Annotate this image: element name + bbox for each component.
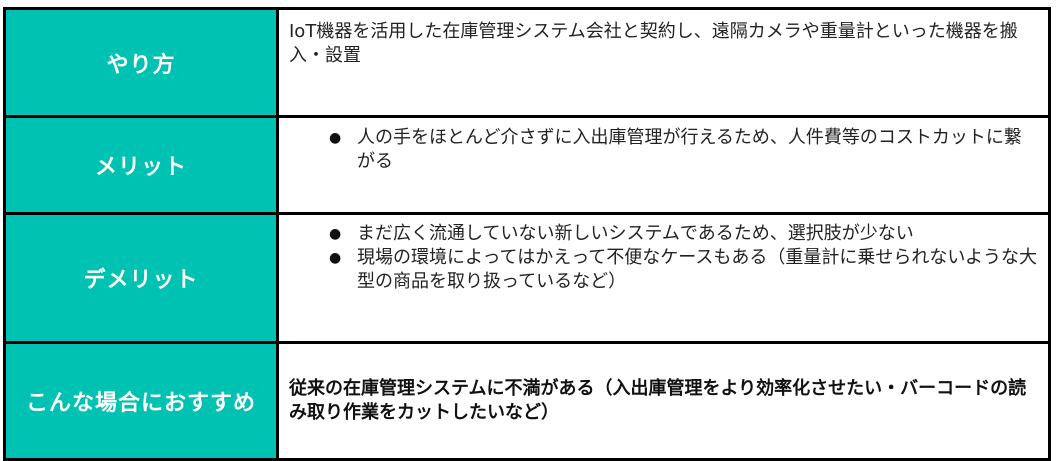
bullet-text: 現場の環境によってはかえって不便なケースもある（重量計に乗せられないような大型の… <box>357 247 1038 292</box>
list-item: ● 人の手をほとんど介さずに入出庫管理が行えるため、人件費等のコストカットに繋が… <box>329 126 1038 174</box>
table-row-demerit: デメリット ● まだ広く流通していない新しいシステムであるため、選択肢が少ない … <box>3 212 1051 344</box>
demerit-bullet-list: ● まだ広く流通していない新しいシステムであるため、選択肢が少ない ● 現場の環… <box>289 222 1038 294</box>
bullet-icon: ● <box>329 130 342 146</box>
row-content-demerit: ● まだ広く流通していない新しいシステムであるため、選択肢が少ない ● 現場の環… <box>276 212 1051 344</box>
row-content-merit: ● 人の手をほとんど介さずに入出庫管理が行えるため、人件費等のコストカットに繋が… <box>276 115 1051 215</box>
table-row-recommend: こんな場合におすすめ 従来の在庫管理システムに不満がある（入出庫管理をより効率化… <box>3 341 1051 461</box>
row-content-recommend: 従来の在庫管理システムに不満がある（入出庫管理をより効率化させたい・バーコードの… <box>276 341 1051 461</box>
comparison-table: やり方 IoT機器を活用した在庫管理システム会社と契約し、遠隔カメラや重量計とい… <box>3 7 1051 461</box>
list-item: ● 現場の環境によってはかえって不便なケースもある（重量計に乗せられないような大… <box>329 246 1038 294</box>
row-label-recommend: こんな場合におすすめ <box>3 341 279 461</box>
row-label-merit: メリット <box>3 115 279 215</box>
bullet-icon: ● <box>329 226 342 242</box>
row-content-method: IoT機器を活用した在庫管理システム会社と契約し、遠隔カメラや重量計といった機器… <box>276 7 1051 118</box>
table-row-merit: メリット ● 人の手をほとんど介さずに入出庫管理が行えるため、人件費等のコストカ… <box>3 115 1051 215</box>
bullet-icon: ● <box>329 250 342 266</box>
list-item: ● まだ広く流通していない新しいシステムであるため、選択肢が少ない <box>329 222 1038 246</box>
bullet-text: まだ広く流通していない新しいシステムであるため、選択肢が少ない <box>357 223 914 244</box>
bullet-text: 人の手をほとんど介さずに入出庫管理が行えるため、人件費等のコストカットに繋がる <box>357 127 1022 172</box>
row-label-demerit: デメリット <box>3 212 279 344</box>
row-label-method: やり方 <box>3 7 279 118</box>
merit-bullet-list: ● 人の手をほとんど介さずに入出庫管理が行えるため、人件費等のコストカットに繋が… <box>289 126 1038 174</box>
table-row-method: やり方 IoT機器を活用した在庫管理システム会社と契約し、遠隔カメラや重量計とい… <box>3 7 1051 118</box>
